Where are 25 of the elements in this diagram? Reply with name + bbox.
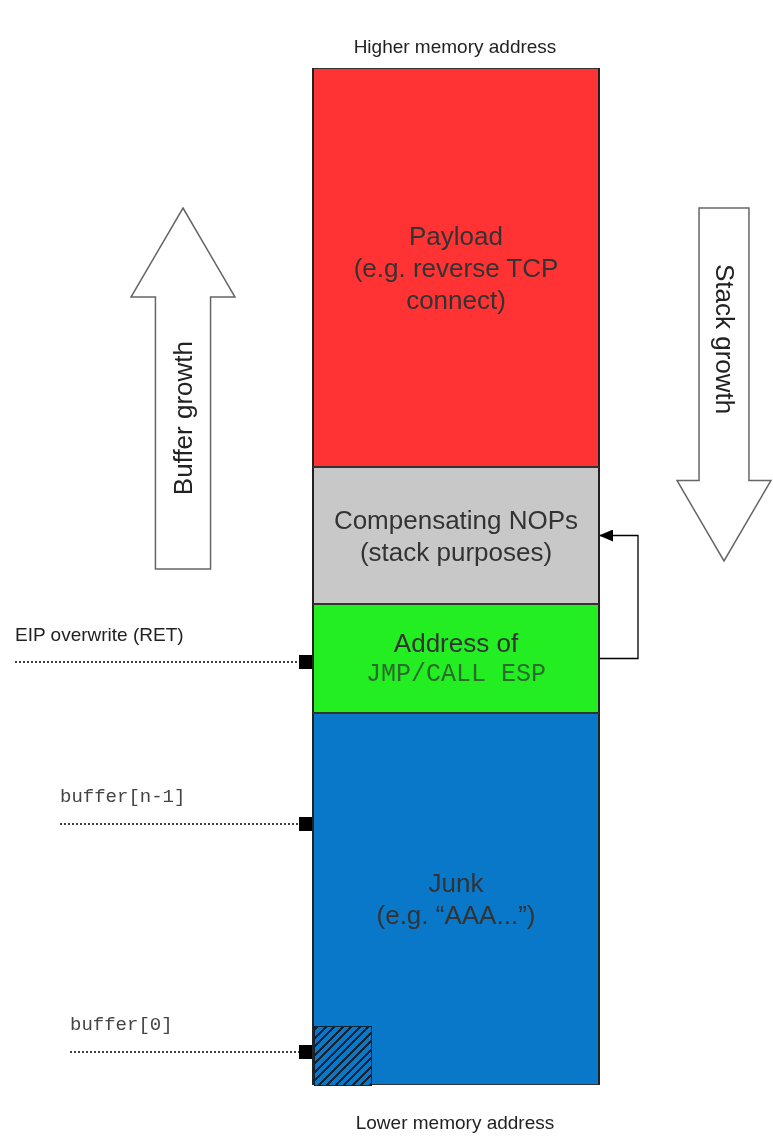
return-address-block — [312, 604, 600, 713]
memory-address-label: Lower memory address — [355, 1112, 555, 1134]
block-label: Address of — [393, 626, 519, 659]
leader-line — [14, 655, 313, 669]
arrow-label: Stack growth — [708, 264, 740, 415]
payload-block — [312, 68, 600, 467]
arrow-label: Buffer growth — [167, 341, 199, 496]
block-label: Payload — [409, 219, 503, 252]
arrow — [599, 529, 639, 660]
hatched-box — [314, 1026, 372, 1086]
memory-address-label: Higher memory address — [353, 36, 557, 58]
leader-line — [59, 817, 313, 831]
junk-block — [312, 713, 600, 1085]
growth-arrow — [130, 207, 236, 570]
block-label: (e.g. “AAA...”) — [376, 899, 536, 931]
address-label: buffer[n-1] — [60, 786, 186, 808]
nops-block — [312, 467, 600, 604]
block-label: (e.g. reverse TCP connect) — [352, 251, 560, 316]
leader-line — [69, 1045, 313, 1059]
address-label: buffer[0] — [70, 1014, 173, 1036]
block-label: JMP/CALL ESP — [366, 658, 546, 691]
address-label: EIP overwrite (RET) — [15, 624, 184, 646]
block-label: Junk — [428, 867, 484, 899]
block-label: Compensating NOPs (stack purposes) — [332, 503, 580, 568]
growth-arrow — [676, 207, 772, 562]
